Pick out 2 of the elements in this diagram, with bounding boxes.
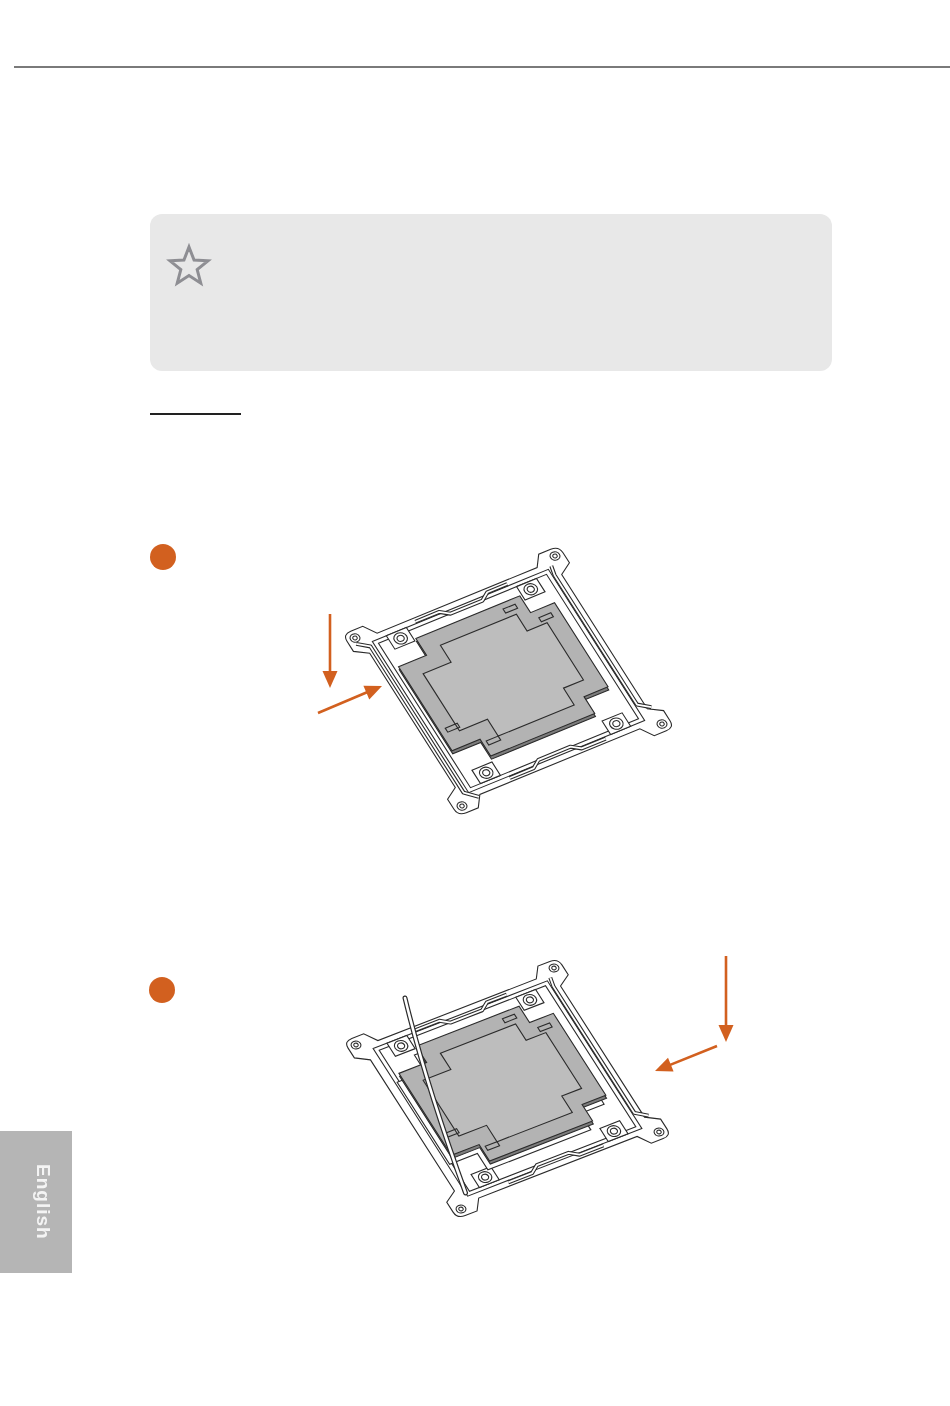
side-tab	[0, 1131, 72, 1273]
language-label: English	[33, 1164, 53, 1240]
